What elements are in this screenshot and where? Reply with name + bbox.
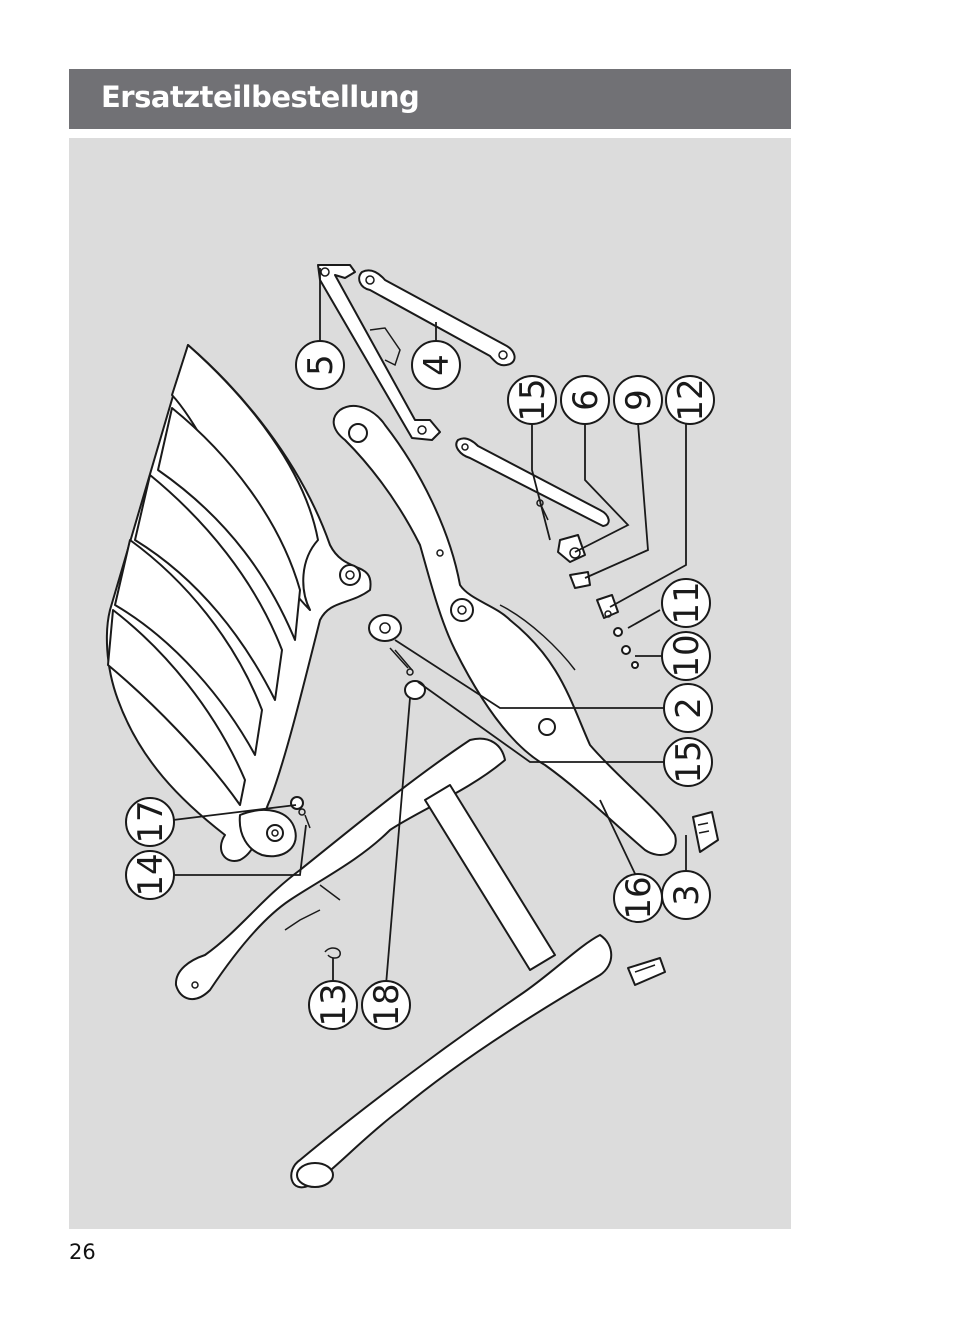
callout-9: 9 <box>613 375 663 425</box>
rod-4-part <box>358 269 516 367</box>
leader-lines <box>172 268 687 986</box>
callout-label: 11 <box>667 581 707 624</box>
callout-11: 11 <box>661 578 711 628</box>
backrest-part <box>105 344 372 862</box>
callout-16: 16 <box>613 873 663 923</box>
page-title: Ersatzteilbestellung <box>101 80 420 114</box>
callout-label: 13 <box>314 983 354 1026</box>
callout-15-top: 15 <box>507 375 557 425</box>
page-number: 26 <box>69 1240 96 1264</box>
end-cap-16-part <box>627 957 666 986</box>
header-bar: Ersatzteilbestellung <box>69 69 791 129</box>
callout-label: 3 <box>667 884 707 906</box>
callout-17: 17 <box>125 797 175 847</box>
callout-13: 13 <box>308 980 358 1030</box>
callout-label: 12 <box>671 378 711 421</box>
callout-label: 18 <box>367 983 407 1026</box>
callout-label: 10 <box>667 634 707 677</box>
cap-18-part <box>404 680 426 700</box>
callout-10: 10 <box>661 631 711 681</box>
callout-label: 14 <box>131 853 171 896</box>
side-frame-part <box>332 405 677 856</box>
callout-label: 15 <box>513 378 553 421</box>
callout-label: 17 <box>131 800 171 843</box>
cap-2-part <box>368 614 402 642</box>
rod-hardware-part <box>455 437 639 669</box>
rod-5-part <box>317 264 441 441</box>
end-cap-3-part <box>692 811 719 853</box>
callout-4: 4 <box>411 340 461 390</box>
callout-label: 2 <box>669 697 709 719</box>
washer-17-part <box>290 796 304 810</box>
callout-6: 6 <box>560 375 610 425</box>
callout-label: 6 <box>566 389 606 411</box>
screw-14-part <box>298 808 311 829</box>
callout-label: 16 <box>619 876 659 919</box>
callout-label: 5 <box>301 354 341 376</box>
callout-label: 4 <box>417 354 457 376</box>
callout-label: 9 <box>619 389 659 411</box>
lower-frame-part <box>174 737 613 1189</box>
callout-label: 15 <box>669 740 709 783</box>
callout-5: 5 <box>295 340 345 390</box>
callout-18: 18 <box>361 980 411 1030</box>
clip-13-part <box>324 947 341 959</box>
callout-12: 12 <box>665 375 715 425</box>
callout-3: 3 <box>661 870 711 920</box>
callout-15-bottom: 15 <box>663 737 713 787</box>
callout-2: 2 <box>663 683 713 733</box>
callout-14: 14 <box>125 850 175 900</box>
screw-15-part <box>389 647 414 676</box>
